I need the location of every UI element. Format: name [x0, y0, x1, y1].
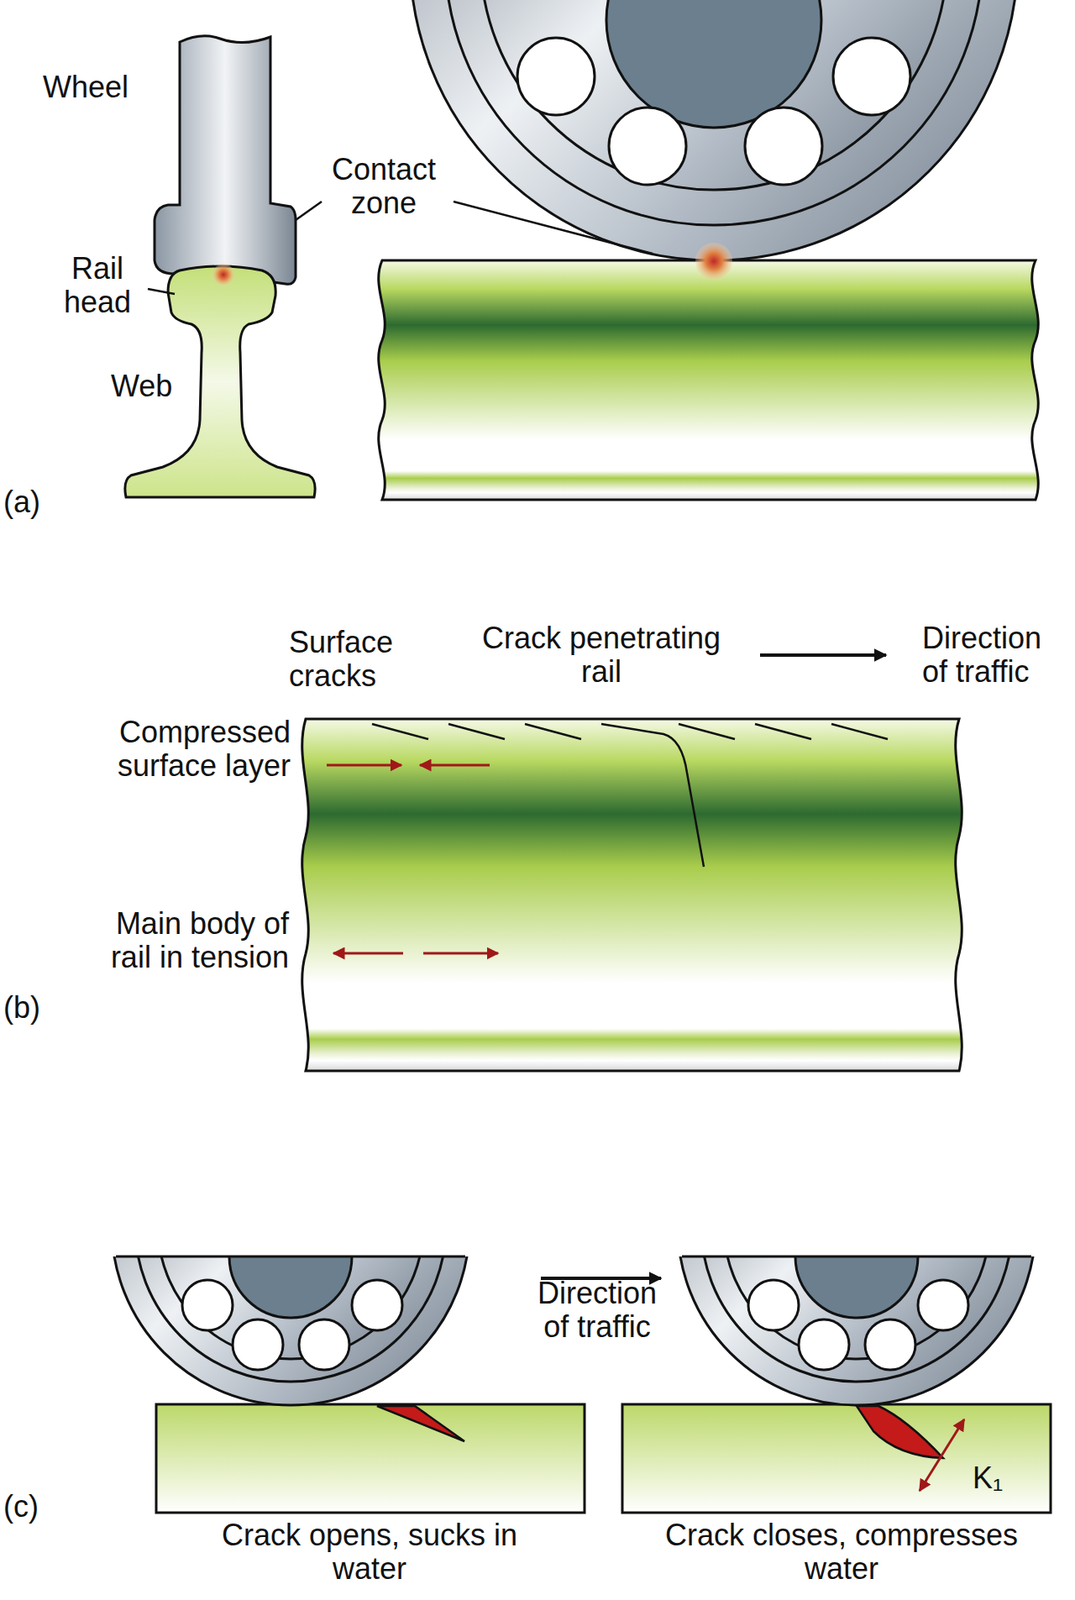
stress-arrow	[333, 952, 404, 955]
callout-label: Crack opens, sucks in water	[209, 1518, 530, 1587]
wheel-side	[677, 1047, 1036, 1406]
callout-label: Crack penetrating rail	[475, 621, 728, 690]
contact-spot	[212, 263, 235, 286]
wheel-side	[111, 1047, 470, 1406]
surface-crack	[678, 723, 735, 740]
callout-label: Direction of traffic	[922, 621, 1072, 690]
callout-label: Surface cracks	[288, 625, 424, 694]
leader-line	[453, 201, 653, 254]
leader-line	[147, 288, 175, 294]
leader-line	[295, 201, 322, 221]
panel-letter: (a)	[3, 485, 63, 520]
penetrating-crack	[601, 723, 704, 867]
surface-crack	[831, 723, 888, 740]
rail-block	[622, 1404, 1051, 1513]
stress-arrow	[419, 764, 490, 767]
stress-arrow	[326, 764, 402, 767]
callout-label: Contact zone	[320, 152, 447, 221]
surface-crack	[524, 723, 582, 740]
stress-arrow	[423, 952, 499, 955]
traffic-arrow	[760, 653, 887, 657]
callout-label: Rail head	[50, 251, 145, 320]
rail-block	[156, 1404, 585, 1513]
surface-crack	[372, 723, 429, 740]
callout-label: Direction of traffic	[522, 1276, 672, 1345]
panel-letter: (c)	[3, 1489, 63, 1524]
rail-side	[378, 260, 1039, 500]
callout-label: Web	[110, 369, 195, 404]
water-crack	[377, 1405, 465, 1442]
rail-side	[302, 718, 963, 1071]
surface-crack	[755, 723, 812, 740]
callout-label: Main body of rail in tension	[70, 907, 289, 976]
callout-label: Wheel	[42, 70, 178, 105]
k1-arrow	[919, 1419, 965, 1491]
contact-spot	[695, 242, 733, 280]
callout-label: Crack closes, compresses water	[656, 1518, 1027, 1587]
surface-crack	[448, 723, 505, 740]
stress-intensity-label: K₁	[972, 1461, 1023, 1495]
wheel-side	[409, 0, 1018, 261]
callout-label: Compressed surface layer	[72, 715, 291, 784]
water-crack	[856, 1405, 944, 1458]
panel-letter: (b)	[3, 991, 63, 1025]
wheel-section	[154, 36, 296, 285]
